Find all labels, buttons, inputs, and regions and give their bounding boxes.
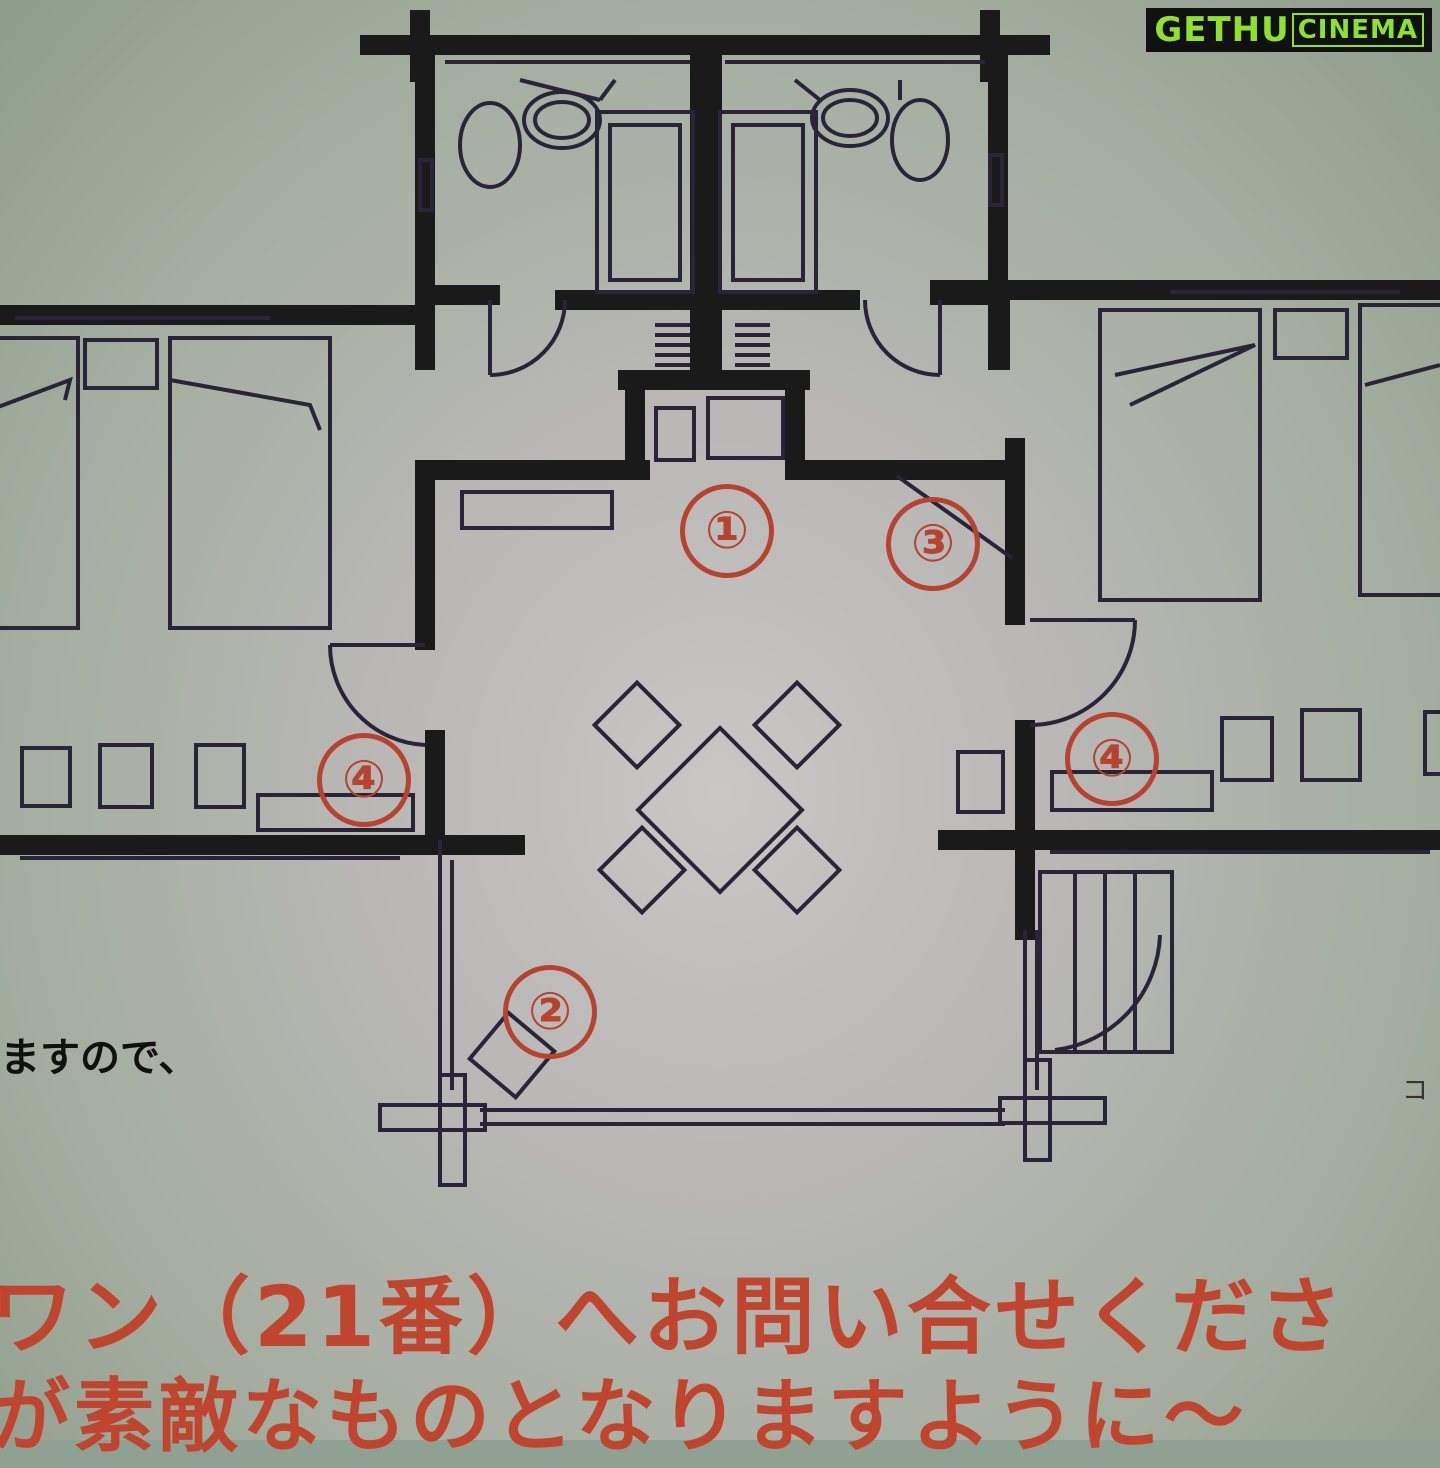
marker-2: ② <box>503 965 597 1059</box>
logo-text-2: CINEMA <box>1291 13 1424 47</box>
marker-4-right: ④ <box>1065 712 1159 806</box>
left-text-fragment: ますので、 <box>0 1035 199 1081</box>
marker-4-left: ④ <box>317 733 411 827</box>
thin-walls <box>15 60 1430 1187</box>
notice-line-1: ワン（21番）へお問い合せくださ <box>0 1268 1347 1366</box>
closet-rods <box>655 323 770 367</box>
watermark-logo: GETHU CINEMA <box>1146 8 1432 52</box>
bathroom-fixtures <box>458 78 950 294</box>
marker-3: ③ <box>886 497 980 591</box>
logo-text-1: GETHU <box>1154 10 1290 50</box>
entrance <box>1038 870 1174 1054</box>
bathroom-doors <box>488 299 942 377</box>
central-furniture <box>460 474 1014 1101</box>
bedroom-doors <box>327 618 1137 747</box>
closet-boxes <box>654 396 785 462</box>
marker-1: ① <box>680 484 774 578</box>
right-text-fragment: コ <box>1402 1076 1429 1106</box>
notice-line-2: が素敵なものとなりますように～ <box>0 1370 1248 1463</box>
right-bedroom-furniture <box>956 303 1440 814</box>
